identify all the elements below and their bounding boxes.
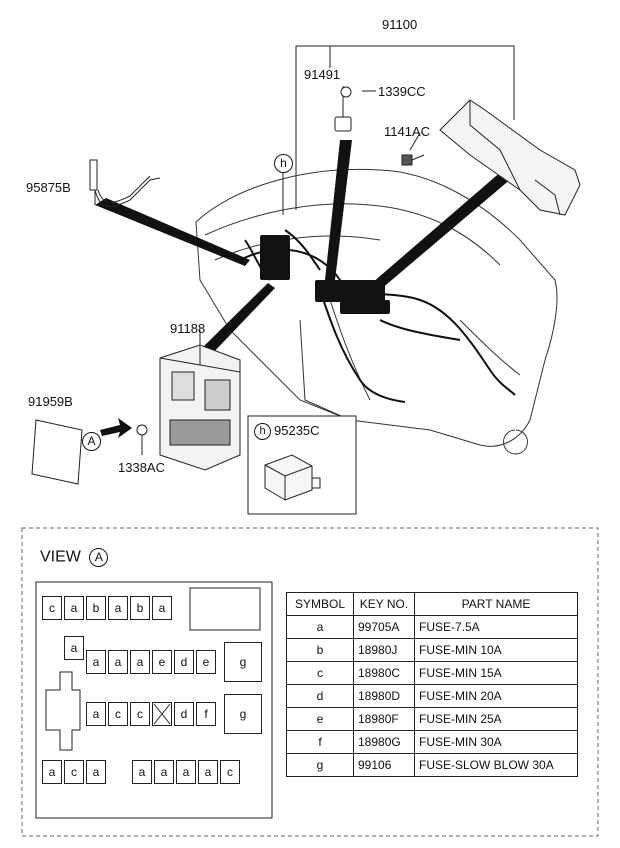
fuse-slot: c	[42, 596, 62, 620]
callout-junction-box: 91188	[170, 321, 206, 336]
fuse-slot: a	[132, 760, 152, 784]
callout-nut-box: 1338AC	[118, 460, 165, 475]
fuse-slot: a	[154, 760, 174, 784]
fuse-slot: f	[196, 702, 216, 726]
callout-main-harness: 91100	[382, 17, 418, 32]
key-cell: 18980F	[353, 707, 415, 731]
parts-table: SYMBOL KEY NO. PART NAME a 99705A FUSE-7…	[286, 592, 578, 777]
relay-box-letter: h	[254, 423, 271, 440]
crossed-slot-icon	[153, 703, 171, 725]
key-cell: 99705A	[353, 615, 415, 639]
bracket-part	[334, 86, 352, 132]
fuse-slot: a	[152, 596, 172, 620]
table-row: c 18980C FUSE-MIN 15A	[286, 661, 578, 685]
pointer-ribbons	[95, 140, 512, 356]
key-cell: 99106	[353, 753, 415, 777]
fuse-slot: a	[42, 760, 62, 784]
fuse-slot: b	[130, 596, 150, 620]
sensor-part	[89, 159, 161, 208]
table-row: g 99106 FUSE-SLOW BLOW 30A	[286, 753, 578, 777]
fuse-slot: c	[130, 702, 150, 726]
junction-box	[159, 344, 241, 471]
view-title-marker: A	[89, 548, 109, 567]
fuse-slot: e	[196, 650, 216, 674]
fusebox-outline	[35, 581, 273, 819]
symbol-cell: e	[286, 707, 354, 731]
key-cell: 18980G	[353, 730, 415, 754]
part-name-cell: FUSE-MIN 30A	[414, 730, 578, 754]
fuse-slot: a	[198, 760, 218, 784]
view-title: VIEW A	[40, 548, 109, 567]
callout-bolt: 1141AC	[384, 124, 431, 139]
table-row: a 99705A FUSE-7.5A	[286, 615, 578, 639]
fuse-slot: a	[130, 650, 150, 674]
fuse-slot: a	[86, 760, 106, 784]
fuse-slot: b	[86, 596, 106, 620]
fuse-slot: c	[108, 702, 128, 726]
callout-nut-top: 1339CC	[378, 84, 426, 99]
view-marker-circle: A	[82, 432, 101, 451]
harness-connectors	[260, 235, 390, 314]
view-frame	[21, 527, 599, 837]
fuse-slot: e	[152, 650, 172, 674]
parts-table-header: SYMBOL KEY NO. PART NAME	[286, 592, 578, 616]
symbol-cell: a	[286, 615, 354, 639]
fuse-slot: a	[108, 596, 128, 620]
fuse-slot-empty	[152, 702, 172, 726]
fuse-slot-large: g	[224, 642, 262, 682]
fuse-slot: d	[174, 650, 194, 674]
callout-sensor: 95875B	[26, 180, 71, 195]
bolt-part	[401, 154, 425, 166]
fuse-slot: c	[64, 760, 84, 784]
fuse-slot: d	[174, 702, 194, 726]
relay-part	[264, 454, 321, 501]
fusebox-relay-slot	[189, 587, 261, 631]
part-name-cell: FUSE-MIN 15A	[414, 661, 578, 685]
symbol-cell: b	[286, 638, 354, 662]
part-name-cell: FUSE-SLOW BLOW 30A	[414, 753, 578, 777]
fuse-slot: a	[86, 650, 106, 674]
part-name-cell: FUSE-MIN 25A	[414, 707, 578, 731]
callout-label-plate: 91959B	[28, 394, 73, 409]
table-row: f 18980G FUSE-MIN 30A	[286, 730, 578, 754]
fuse-slot: a	[86, 702, 106, 726]
fuse-slot: a	[108, 650, 128, 674]
fuse-slot: a	[176, 760, 196, 784]
symbol-cell: d	[286, 684, 354, 708]
crossbar-bracket	[439, 99, 581, 216]
label-plate	[31, 419, 83, 485]
symbol-cell: f	[286, 730, 354, 754]
part-name-cell: FUSE-7.5A	[414, 615, 578, 639]
fuse-slot: a	[64, 636, 84, 660]
part-name-cell: FUSE-MIN 10A	[414, 638, 578, 662]
fusebox-connector	[45, 671, 81, 751]
view-title-text: VIEW	[40, 548, 81, 566]
part-name-cell: FUSE-MIN 20A	[414, 684, 578, 708]
table-row: d 18980D FUSE-MIN 20A	[286, 684, 578, 708]
key-cell: 18980J	[353, 638, 415, 662]
symbol-cell: c	[286, 661, 354, 685]
fuse-slot: c	[220, 760, 240, 784]
key-cell: 18980C	[353, 661, 415, 685]
callout-relay: 95235C	[274, 423, 320, 438]
fuse-slot: a	[64, 596, 84, 620]
table-row: e 18980F FUSE-MIN 25A	[286, 707, 578, 731]
symbol-cell: g	[286, 753, 354, 777]
key-cell: 18980D	[353, 684, 415, 708]
header-key-no: KEY NO.	[353, 592, 415, 616]
header-symbol: SYMBOL	[286, 592, 354, 616]
header-part-name: PART NAME	[414, 592, 578, 616]
callout-relay-ref-circle: h	[274, 154, 293, 173]
wiring-harness	[239, 229, 516, 403]
fuse-slot-large: g	[224, 694, 262, 734]
callout-bracket: 91491	[304, 67, 341, 82]
view-arrow	[100, 418, 148, 438]
table-row: b 18980J FUSE-MIN 10A	[286, 638, 578, 662]
